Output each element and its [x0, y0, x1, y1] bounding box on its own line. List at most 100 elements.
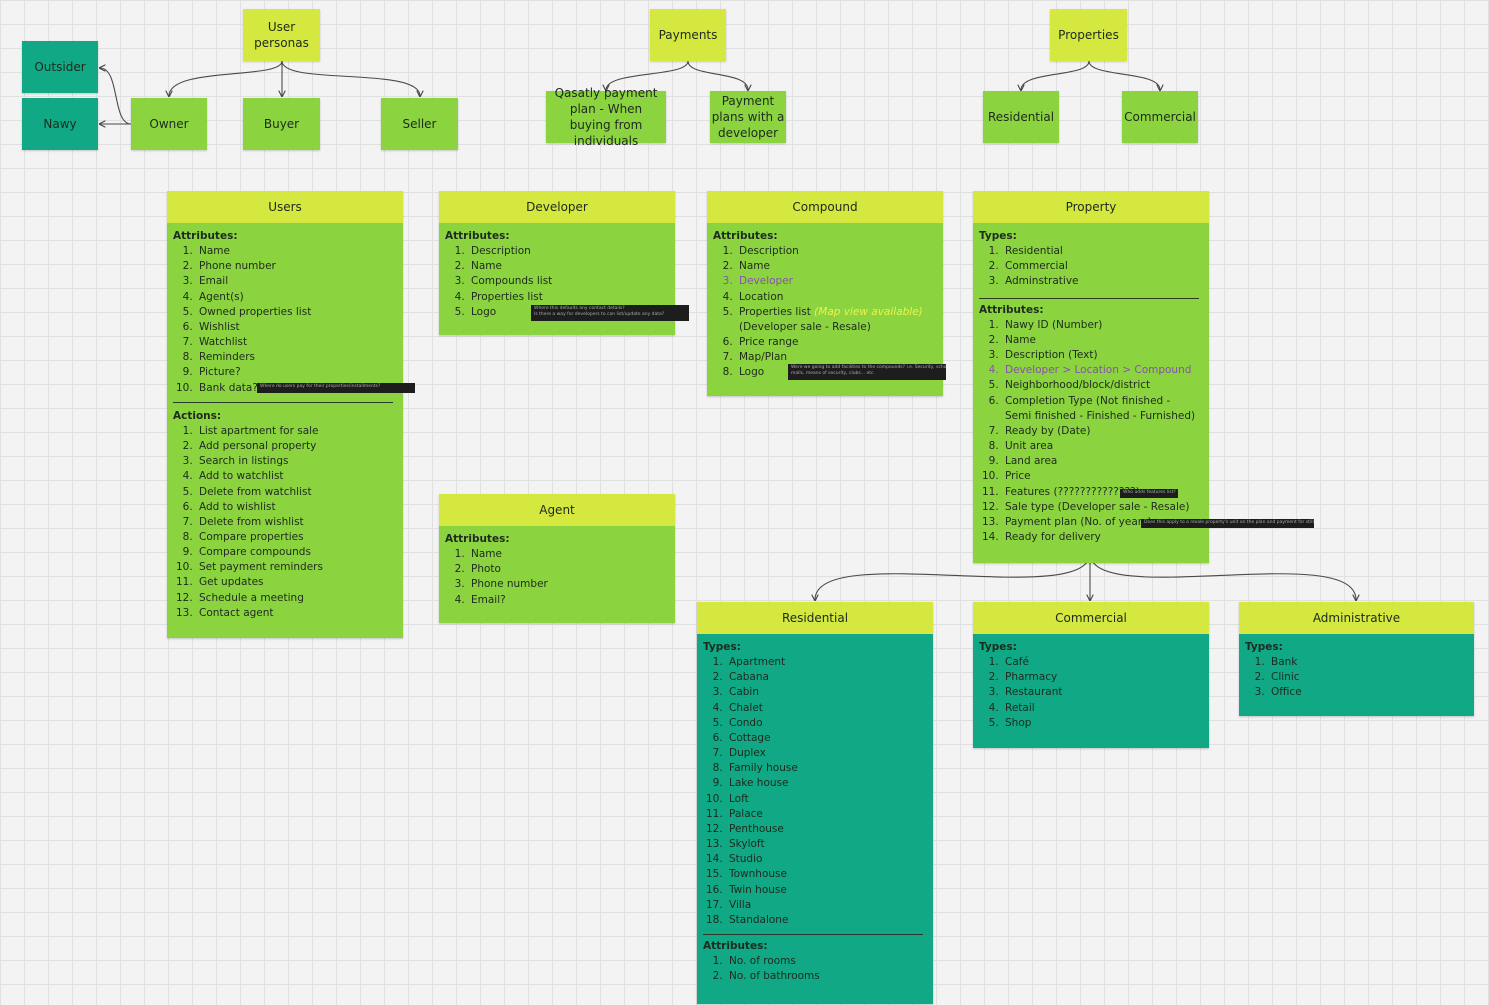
list-item: Compare compounds	[196, 545, 397, 560]
item-subtext: (Developer sale - Resale)	[739, 320, 871, 333]
property-attributes-list: Nawy ID (Number) Name Description (Text)…	[979, 318, 1203, 545]
list-item: Family house	[726, 761, 927, 776]
list-item: Name	[1002, 333, 1203, 348]
node-outsider[interactable]: Outsider	[22, 41, 98, 93]
list-item: Compounds list	[468, 274, 669, 289]
list-item: Name	[468, 259, 669, 274]
list-item: Commercial	[1002, 259, 1203, 274]
note-line: Where this defaults any contact details?	[534, 306, 625, 311]
node-label: Commercial	[1124, 110, 1196, 124]
list-item-hierarchy-link[interactable]: Developer > Location > Compound	[1002, 363, 1203, 378]
list-item: Email?	[468, 593, 669, 608]
list-item: Description	[468, 244, 669, 259]
list-item: Villa	[726, 898, 927, 913]
node-payments[interactable]: Payments	[650, 9, 726, 61]
node-commercial[interactable]: Commercial	[1122, 91, 1198, 143]
list-item: Completion Type (Not finished - Semi fin…	[1002, 394, 1203, 424]
list-item: Skyloft	[726, 837, 927, 852]
card-title: Developer	[439, 191, 675, 223]
card-title: Users	[167, 191, 403, 223]
list-item: Owned properties list	[196, 305, 397, 320]
card-agent[interactable]: Agent Attributes: Name Photo Phone numbe…	[439, 494, 675, 623]
node-seller[interactable]: Seller	[381, 98, 458, 150]
attributes-label: Attributes:	[979, 303, 1044, 316]
divider	[173, 401, 393, 403]
connector-owner-outsider	[100, 68, 132, 125]
node-label: Seller	[402, 117, 437, 131]
card-users[interactable]: Users Attributes: Name Phone number Emai…	[167, 191, 403, 638]
node-user-personas[interactable]: User personas	[243, 9, 320, 61]
list-item: Pharmacy	[1002, 670, 1203, 685]
attributes-label: Attributes:	[173, 230, 238, 242]
list-item: Name	[468, 547, 669, 562]
node-owner[interactable]: Owner	[131, 98, 207, 150]
list-item: Add to watchlist	[196, 469, 397, 484]
list-item: List apartment for sale	[196, 424, 397, 439]
node-nawy[interactable]: Nawy	[22, 98, 98, 150]
list-item: Features (??????????????)	[1002, 485, 1203, 500]
list-item: Map/Plan	[736, 350, 937, 365]
comment-note-compound-logo[interactable]: Were we going to add facilities to the c…	[788, 364, 946, 380]
comment-note-developer-logo[interactable]: Where this defaults any contact details?…	[531, 305, 689, 321]
card-residential-types[interactable]: Residential Types: Apartment Cabana Cabi…	[697, 602, 933, 1004]
connector-properties-commercial	[1088, 60, 1160, 90]
node-label: Payment plans with a developer	[711, 94, 785, 140]
node-label: Owner	[149, 117, 189, 131]
attributes-label: Attributes:	[703, 939, 768, 952]
list-item: Retail	[1002, 701, 1203, 716]
card-administrative-types[interactable]: Administrative Types: Bank Clinic Office	[1239, 602, 1474, 716]
attributes-label: Attributes:	[713, 230, 778, 242]
node-buyer[interactable]: Buyer	[243, 98, 320, 150]
connector-payments-devplans	[687, 60, 748, 90]
list-item: Duplex	[726, 746, 927, 761]
comment-note-payment-plan[interactable]: Does this apply to a resale property's u…	[1141, 519, 1314, 528]
list-item: Cabin	[726, 685, 927, 700]
list-item: Studio	[726, 852, 927, 867]
users-attributes-list: Name Phone number Email Agent(s) Owned p…	[173, 244, 397, 396]
list-item: Set payment reminders	[196, 560, 397, 575]
card-title: Administrative	[1239, 602, 1474, 634]
list-item: Twin house	[726, 883, 927, 898]
list-item: Unit area	[1002, 439, 1203, 454]
connector-properties-residential	[1021, 60, 1090, 90]
list-item: Phone number	[468, 577, 669, 592]
node-properties[interactable]: Properties	[1050, 9, 1127, 61]
card-commercial-types[interactable]: Commercial Types: Café Pharmacy Restaura…	[973, 602, 1209, 748]
connector-personas-owner	[169, 60, 283, 96]
list-item: Standalone	[726, 913, 927, 928]
list-item: Ready for delivery	[1002, 530, 1203, 545]
list-item-developer-link[interactable]: Developer	[736, 274, 937, 289]
list-item: Get updates	[196, 575, 397, 590]
node-label: Properties	[1058, 28, 1119, 42]
list-item: Photo	[468, 562, 669, 577]
types-label: Types:	[703, 641, 741, 653]
list-item: Restaurant	[1002, 685, 1203, 700]
list-item: Delete from watchlist	[196, 485, 397, 500]
list-item: Delete from wishlist	[196, 515, 397, 530]
list-item: Townhouse	[726, 867, 927, 882]
list-item: Loft	[726, 792, 927, 807]
node-label: Payments	[658, 28, 718, 42]
actions-label: Actions:	[173, 409, 222, 422]
note-line: Were we going to add facilities to the c…	[791, 365, 946, 370]
card-title: Residential	[697, 602, 933, 634]
agent-attributes-list: Name Photo Phone number Email?	[445, 547, 669, 608]
list-item: Price range	[736, 335, 937, 350]
map-view-note: (Map view available)	[814, 305, 923, 318]
node-label: Nawy	[43, 117, 77, 131]
list-item: Nawy ID (Number)	[1002, 318, 1203, 333]
card-property[interactable]: Property Types: Residential Commercial A…	[973, 191, 1209, 563]
comment-note-bank[interactable]: Where do users pay for their properties/…	[257, 383, 415, 393]
list-item: Payment plan (No. of years)	[1002, 515, 1203, 530]
node-dev-plans[interactable]: Payment plans with a developer	[710, 91, 786, 143]
note-line: malls, means of security, clubs... etc.	[791, 371, 875, 376]
node-residential[interactable]: Residential	[983, 91, 1059, 143]
list-item: Compare properties	[196, 530, 397, 545]
list-item: No. of bathrooms	[726, 969, 927, 984]
list-item: Agent(s)	[196, 290, 397, 305]
list-item: Ready by (Date)	[1002, 424, 1203, 439]
comment-note-features[interactable]: Who adds features list?	[1120, 489, 1178, 498]
list-item: Penthouse	[726, 822, 927, 837]
node-qasatly[interactable]: Qasatly payment plan - When buying from …	[546, 86, 666, 148]
list-item: Cabana	[726, 670, 927, 685]
